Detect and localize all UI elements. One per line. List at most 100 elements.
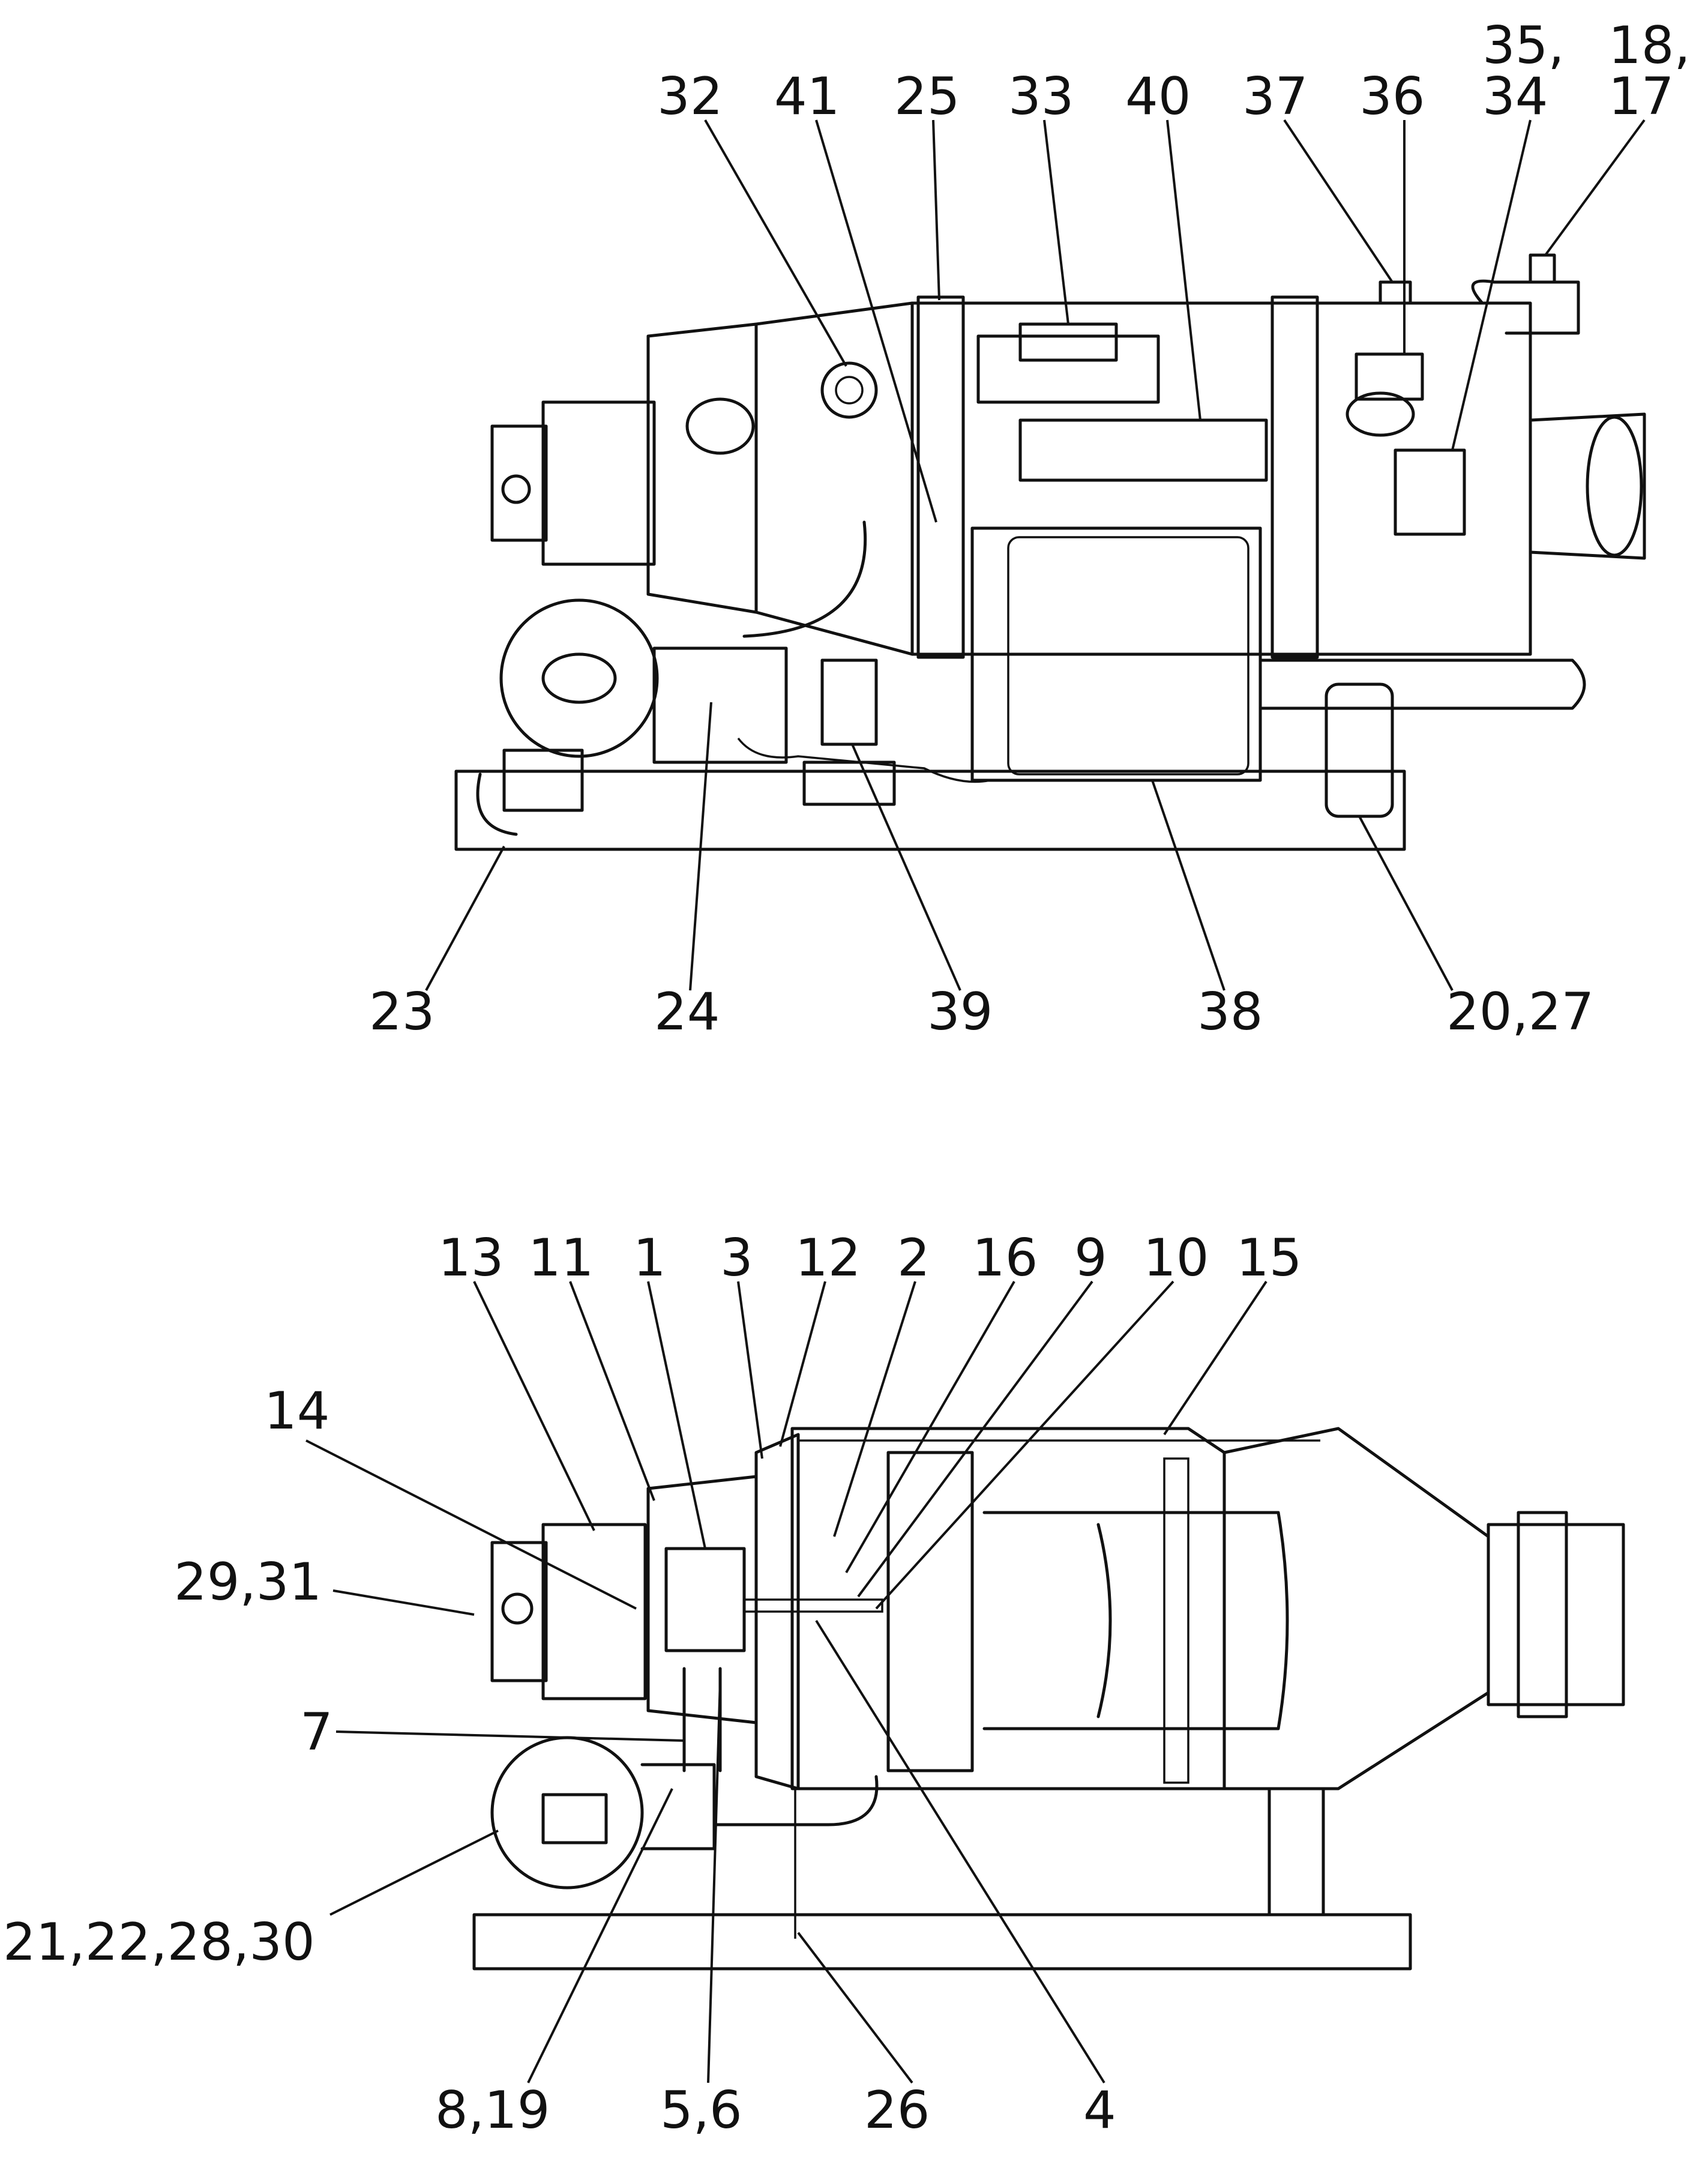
callout-23: 23 <box>369 982 435 1042</box>
callout-21-22-28-30: 21,22,28,30 <box>3 1912 315 1972</box>
callout-35: 35, <box>1482 16 1565 76</box>
callout-39: 39 <box>927 982 993 1042</box>
leader-2 <box>833 1281 916 1537</box>
vane-rib <box>1163 1457 1189 1784</box>
vane-blade <box>1096 1523 1112 1718</box>
lower-pipe <box>712 1775 879 1826</box>
callout-18: 18, <box>1608 16 1691 76</box>
callout-37: 37 <box>1242 67 1308 127</box>
callout-3: 3 <box>720 1228 753 1288</box>
fitting-17 <box>1529 253 1556 284</box>
strap-left <box>916 295 965 659</box>
leader-37 <box>1283 119 1394 283</box>
callout-labels: 32 41 25 33 40 37 36 35, 34 18, 17 23 24… <box>3 16 1691 2140</box>
upper-elbow-pipe <box>1471 279 1580 335</box>
leader-34 <box>1451 119 1532 451</box>
side-pipe <box>1258 658 1586 710</box>
strap-right <box>1270 295 1319 659</box>
cone <box>1222 1427 1490 1790</box>
callout-20-27: 20,27 <box>1446 982 1594 1042</box>
leader-21 <box>329 1829 499 1916</box>
cap-37 <box>1379 280 1412 305</box>
outlet-flange <box>1517 1511 1568 1718</box>
leader-23 <box>425 846 505 991</box>
panel-38-inner <box>1007 536 1249 775</box>
callout-29-31: 29,31 <box>174 1552 322 1612</box>
coupling-8 <box>640 1763 716 1850</box>
internal-vane <box>982 1511 1289 1730</box>
motor-round <box>499 598 659 758</box>
callout-41: 41 <box>774 67 840 127</box>
callout-9: 9 <box>1074 1228 1107 1288</box>
leader-12 <box>779 1281 826 1447</box>
leader-26 <box>797 1932 913 2084</box>
bracket-34 <box>1394 448 1466 536</box>
leader-11 <box>569 1281 655 1501</box>
motor-13-cap <box>490 1541 548 1682</box>
exhaust-flange <box>1586 415 1643 557</box>
tube-5 <box>682 1667 722 1772</box>
base-plate <box>472 1913 1412 1971</box>
callout-34: 34 <box>1482 67 1548 127</box>
leader-4 <box>815 1619 1105 2084</box>
callout-4: 4 <box>1083 2080 1116 2140</box>
drain-line <box>737 737 1260 783</box>
valve-36-body <box>1346 391 1415 437</box>
callout-33: 33 <box>1008 67 1074 127</box>
leader-29 <box>332 1589 475 1616</box>
leader-8 <box>527 1788 673 2083</box>
callout-16: 16 <box>972 1228 1038 1288</box>
callout-10: 10 <box>1143 1228 1209 1288</box>
leader-20 <box>1358 816 1454 991</box>
exhaust-outlet <box>1529 412 1646 560</box>
leader-9 <box>857 1280 1093 1598</box>
bottom-view <box>472 1427 1625 1971</box>
leader-15 <box>1163 1280 1267 1436</box>
callout-8-19: 8,19 <box>435 2080 550 2140</box>
outlet <box>1487 1523 1625 1706</box>
base-frame <box>454 769 1406 851</box>
compressor-head <box>646 1475 758 1724</box>
leader-1 <box>647 1281 706 1549</box>
motor-13-bolt <box>501 1592 534 1625</box>
leader-38 <box>1151 780 1225 991</box>
leader-41 <box>815 119 937 523</box>
shaft <box>743 1598 883 1613</box>
leader-40 <box>1166 119 1201 421</box>
callout-24: 24 <box>654 982 720 1042</box>
filter-39-base <box>802 760 896 806</box>
callout-32: 32 <box>657 67 723 127</box>
valve-23 <box>502 748 584 812</box>
callout-36: 36 <box>1359 67 1425 127</box>
leader-13 <box>473 1281 595 1531</box>
leader-39 <box>851 744 961 991</box>
valve-36 <box>1355 352 1424 401</box>
leader-16 <box>845 1281 1015 1573</box>
callout-11: 11 <box>528 1228 594 1288</box>
leader-17 <box>1544 119 1646 256</box>
block-1 <box>664 1547 746 1652</box>
top-view <box>454 253 1646 851</box>
end-motor <box>541 400 656 566</box>
elbow-pipe-left <box>742 520 867 638</box>
leader-3 <box>737 1281 763 1459</box>
fitting-32 <box>820 361 878 419</box>
leader-10 <box>875 1280 1174 1610</box>
leader-14 <box>305 1439 637 1610</box>
callout-2: 2 <box>897 1228 930 1288</box>
leader-5 <box>707 1680 721 2083</box>
callout-38: 38 <box>1197 982 1263 1042</box>
callout-1: 1 <box>633 1228 666 1288</box>
end-cap <box>490 424 548 542</box>
leader-lines <box>305 119 1646 2084</box>
callout-7: 7 <box>300 1702 333 1762</box>
callout-26: 26 <box>864 2080 930 2140</box>
main-body <box>790 1427 1226 1790</box>
pedestal <box>1267 1787 1325 1917</box>
handle-33 <box>976 334 1160 404</box>
callout-25: 25 <box>894 67 960 127</box>
core-section <box>886 1451 974 1772</box>
callout-15: 15 <box>1236 1228 1302 1288</box>
motor-13 <box>541 1523 647 1700</box>
